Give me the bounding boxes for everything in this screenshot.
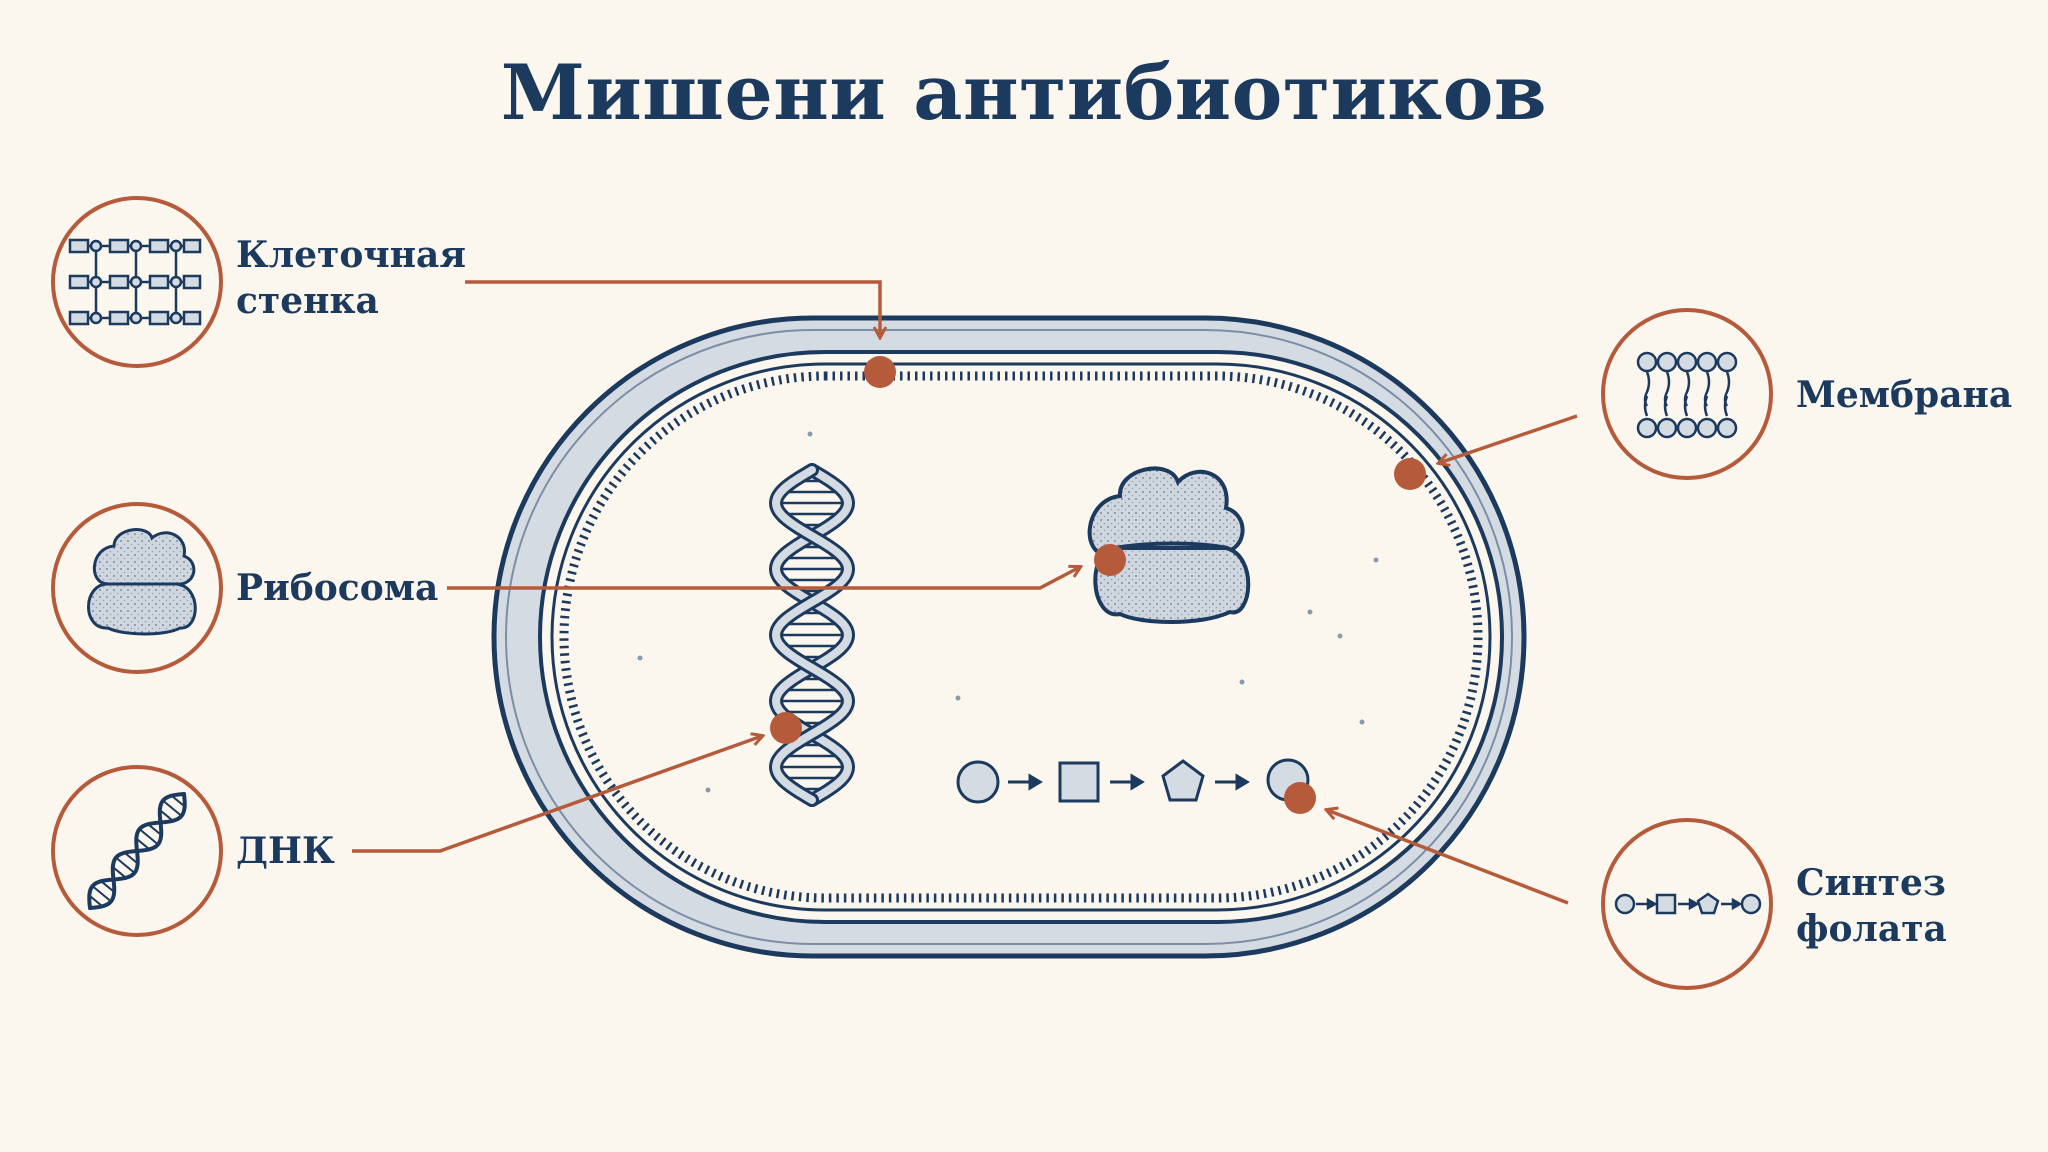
target-dots (770, 356, 1426, 814)
label-dna: ДНК (236, 828, 335, 874)
lipid-tail (1663, 395, 1669, 417)
lipid-head (1696, 417, 1718, 439)
cell-folate-pathway (956, 758, 1310, 804)
cell-dna-helix (768, 463, 856, 807)
label-ribosome-text: Рибосома (236, 567, 439, 609)
arrow-dna (352, 736, 762, 853)
lipid-head (1676, 417, 1698, 439)
ribosome-icon (51, 502, 223, 674)
cytoplasm (538, 350, 1504, 924)
label-membrane: Мембрана (1796, 372, 2012, 418)
connector-arrows (352, 280, 1578, 905)
dna-icon-rung (162, 799, 183, 817)
lipid-head (1656, 351, 1678, 373)
bacterial-cell (491, 315, 1527, 959)
lipid-tail (1683, 395, 1689, 417)
membrane-line (550, 362, 1492, 912)
label-dna-text: ДНК (236, 830, 335, 872)
arrow-membrane (1439, 414, 1578, 463)
dna-icon-rung (100, 880, 115, 893)
cytoplasm-speckles (637, 431, 1379, 793)
dna-icon-rung (138, 828, 159, 846)
label-cell-wall: Клеточная стенка (236, 232, 466, 324)
label-folate: Синтез фолата (1796, 860, 1947, 952)
dna-icon-rung (170, 794, 186, 808)
dna-icon (51, 765, 223, 937)
lipid-bilayer-icon (1601, 308, 1773, 480)
dna-icon-rung (123, 851, 139, 865)
arrow-ribosome (447, 567, 1080, 590)
dna-icon-rung (112, 866, 127, 879)
dna-icon-rung (88, 894, 104, 908)
lipid-head (1716, 351, 1738, 373)
lipid-tail (1643, 395, 1649, 417)
lipid-head (1636, 351, 1658, 373)
peptidoglycan-icon (51, 196, 223, 368)
target-dot-dna (770, 712, 802, 744)
cell-wall-line (505, 329, 1513, 945)
label-membrane-text: Мембрана (1796, 374, 2013, 416)
dna-icon-rung (159, 809, 174, 822)
target-dot-folate (1284, 782, 1316, 814)
arrow-folate (1327, 810, 1569, 905)
arrow-cell-wall (465, 280, 880, 337)
dna-icon-rung (147, 823, 162, 836)
page-title: Мишени антибиотиков (500, 48, 1548, 137)
lipid-head (1716, 417, 1738, 439)
cell-ribosome (1087, 466, 1251, 624)
label-folate-line2: фолата (1796, 908, 1947, 950)
dna-icon-rung (115, 856, 136, 874)
target-dot-ribosome (1094, 544, 1126, 576)
lipid-tail (1723, 395, 1729, 417)
label-ribosome: Рибосома (236, 565, 438, 611)
label-cell-wall-line2: стенка (236, 280, 379, 322)
lipid-tail (1703, 395, 1709, 417)
lipid-head (1656, 417, 1678, 439)
membrane-ticks (559, 371, 1483, 903)
lipid-head (1696, 351, 1718, 373)
target-dot-cell-wall (864, 356, 896, 388)
dna-icon-rung (135, 837, 151, 851)
dna-icon-rung (91, 885, 112, 903)
lipid-head (1676, 351, 1698, 373)
label-cell-wall-line1: Клеточная (236, 234, 466, 276)
label-folate-line1: Синтез (1796, 862, 1946, 904)
folate-pathway-icon (1601, 818, 1773, 990)
lipid-head (1636, 417, 1658, 439)
target-dot-membrane (1394, 458, 1426, 490)
